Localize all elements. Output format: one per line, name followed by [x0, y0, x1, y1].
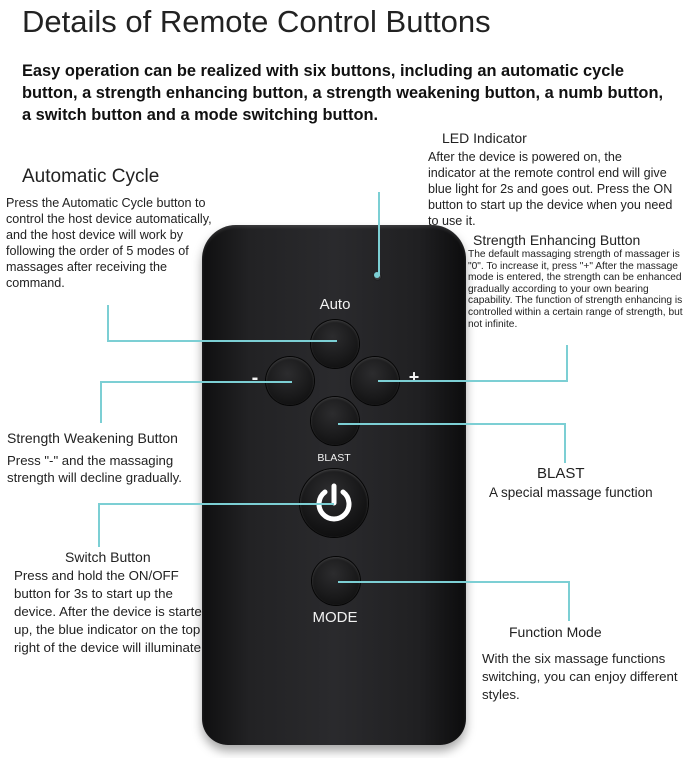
- power-icon: [316, 483, 352, 522]
- blast-button[interactable]: [311, 397, 359, 445]
- weak-leader-v: [100, 381, 102, 423]
- auto-label: Auto: [319, 296, 351, 313]
- weak-leader-h: [100, 381, 292, 383]
- switch-button-text: Press and hold the ON/OFF button for 3s …: [14, 568, 210, 655]
- strength-weakening-text: Press "-" and the massaging strength wil…: [7, 453, 182, 485]
- function-mode-heading: Function Mode: [509, 624, 602, 640]
- strength-enhancing-text: The default massaging strength of massag…: [468, 249, 683, 330]
- led-indicator-heading: LED Indicator: [442, 130, 527, 146]
- enh-leader-v: [566, 345, 568, 381]
- function-mode-text: With the six massage functions switching…: [482, 651, 678, 702]
- blast-label: BLAST: [317, 452, 351, 464]
- auto-leader-v: [107, 305, 109, 341]
- page-title: Details of Remote Control Buttons: [22, 4, 491, 39]
- switch-leader-h: [98, 503, 334, 505]
- blast-leader-v: [564, 423, 566, 463]
- blast-leader-h: [338, 423, 566, 425]
- minus-label: -: [251, 367, 259, 389]
- led-leader-v: [378, 192, 380, 276]
- blast-heading: BLAST: [537, 465, 585, 482]
- mode-leader-v: [568, 581, 570, 621]
- intro-text: Easy operation can be realized with six …: [22, 62, 664, 124]
- mode-leader-h: [338, 581, 570, 583]
- automatic-cycle-heading: Automatic Cycle: [22, 166, 160, 187]
- led-indicator-text: After the device is powered on, the indi…: [428, 150, 673, 228]
- switch-button-heading: Switch Button: [65, 549, 151, 565]
- plus-label: +: [408, 367, 420, 387]
- led-leader-dot: [374, 272, 380, 278]
- strength-enhancing-heading: Strength Enhancing Button: [473, 232, 641, 248]
- auto-button[interactable]: [311, 320, 359, 368]
- strength-weakening-heading: Strength Weakening Button: [7, 430, 178, 446]
- blast-text: A special massage function: [489, 485, 653, 500]
- automatic-cycle-text: Press the Automatic Cycle button to cont…: [6, 196, 212, 290]
- remote-control: Auto - + BLAST MODE: [202, 225, 466, 745]
- auto-leader-h: [107, 340, 337, 342]
- switch-leader-v: [98, 503, 100, 547]
- enh-leader-h: [378, 380, 568, 382]
- mode-label: MODE: [312, 609, 358, 626]
